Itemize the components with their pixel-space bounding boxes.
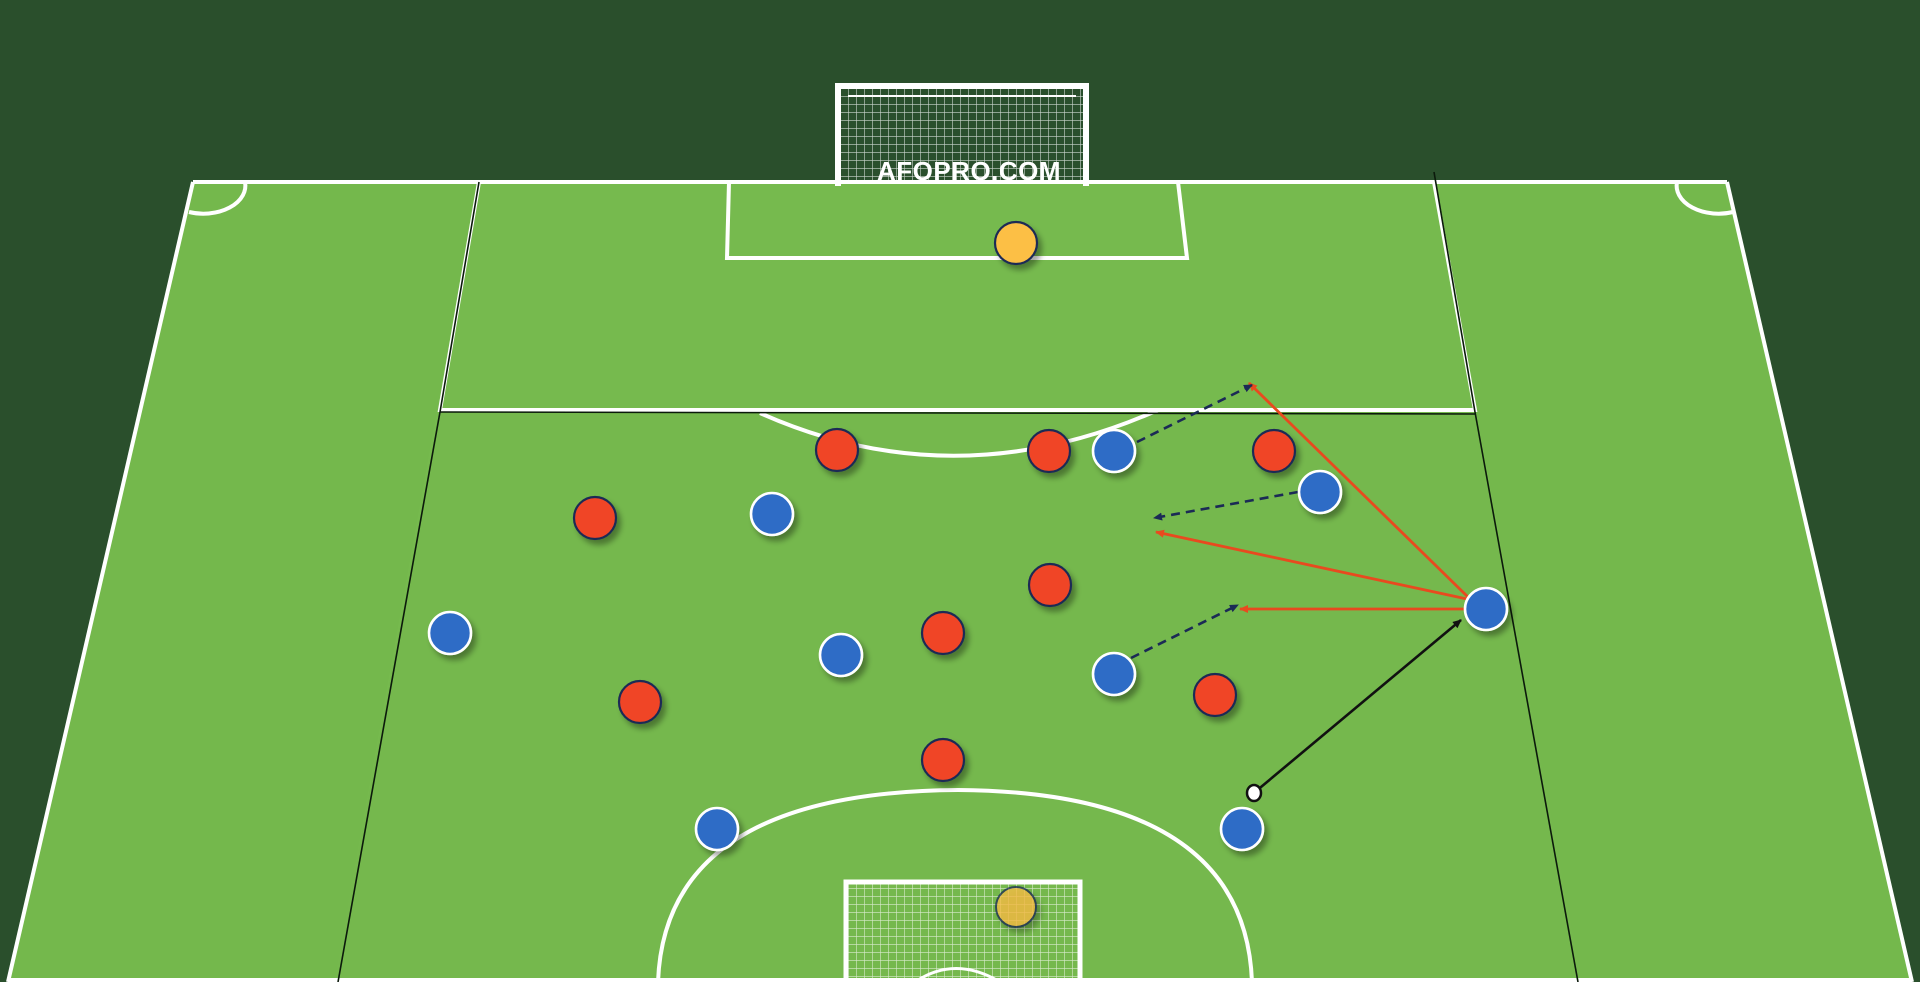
zone-line-left-top [439, 181, 480, 413]
red-player[interactable] [1027, 562, 1073, 608]
red-player[interactable] [572, 495, 618, 541]
blue-player[interactable] [1463, 586, 1509, 632]
pass-arrow [1155, 529, 1468, 601]
run-arrow [1153, 490, 1299, 521]
penalty-arc [759, 408, 1159, 458]
red-player[interactable] [814, 427, 860, 473]
far-goal-frame [835, 83, 1089, 186]
corner-arc-left [188, 181, 248, 216]
red-team [572, 427, 1297, 783]
blue-player[interactable] [427, 610, 473, 656]
blue-player[interactable] [1091, 428, 1137, 474]
zone-line-horizontal [439, 411, 1476, 415]
run-arrow [1136, 383, 1253, 444]
central-band [334, 410, 1582, 982]
zone-line-right [1474, 411, 1579, 982]
red-player[interactable] [1026, 428, 1072, 474]
run-arrow [1130, 603, 1239, 660]
corner-arc-right [1674, 181, 1734, 216]
pass-arrow [1248, 381, 1470, 600]
movement-arrows [1130, 381, 1470, 793]
near-goal-net [848, 883, 1078, 982]
near-goal-arc [914, 967, 1001, 982]
blue-player[interactable] [749, 491, 795, 537]
right-touchline [1725, 181, 1914, 982]
centre-circle [656, 787, 1254, 982]
goal-area [724, 181, 1190, 260]
zone-lines [337, 171, 1579, 982]
blue-player[interactable] [694, 806, 740, 852]
red-player[interactable] [1251, 428, 1297, 474]
goalkeeper-near[interactable] [995, 886, 1037, 928]
dribble-arrow [1254, 619, 1462, 793]
zone-line-left [337, 411, 441, 982]
far-goal: AFOPRO.COM [835, 83, 1089, 186]
goalkeepers [993, 220, 1039, 928]
ball [1245, 783, 1263, 803]
blue-team [427, 428, 1509, 852]
red-player[interactable] [617, 679, 663, 725]
near-goal-frame [843, 879, 1083, 982]
blue-player[interactable] [1219, 806, 1265, 852]
left-touchline [6, 181, 195, 982]
red-player[interactable] [1192, 672, 1238, 718]
goalkeeper-far[interactable] [993, 220, 1039, 266]
red-player[interactable] [920, 610, 966, 656]
zone-line-right-top [1433, 171, 1476, 413]
blue-player[interactable] [1297, 469, 1343, 515]
far-goal-net [840, 86, 1084, 182]
watermark: AFOPRO.COM [877, 156, 1061, 186]
near-goal [843, 879, 1083, 982]
blue-player[interactable] [1091, 651, 1137, 697]
blue-player[interactable] [818, 632, 864, 678]
red-player[interactable] [920, 737, 966, 783]
